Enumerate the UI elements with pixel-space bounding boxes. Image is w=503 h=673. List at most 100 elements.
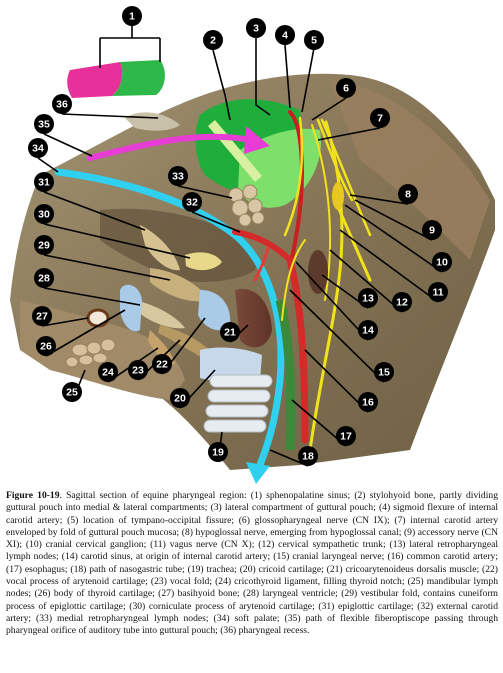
marker-circle-20 — [170, 388, 190, 408]
marker-circle-34 — [28, 138, 48, 158]
marker-circle-4 — [275, 25, 295, 45]
leader-32 — [191, 211, 241, 233]
marker-25: 25 — [62, 382, 82, 402]
marker-circle-23 — [128, 360, 148, 380]
leader-5 — [301, 47, 315, 113]
marker-circle-29 — [34, 235, 54, 255]
corniculate-process — [185, 252, 222, 271]
marker-circle-25 — [62, 382, 82, 402]
marker-circle-18 — [298, 446, 318, 466]
marker-28: 28 — [34, 268, 54, 288]
leader-30 — [43, 223, 191, 259]
marker-number-10: 10 — [436, 257, 448, 269]
marker-circle-17 — [336, 426, 356, 446]
marker-circle-11 — [428, 282, 448, 302]
marker-31: 31 — [34, 172, 54, 192]
marker-number-12: 12 — [396, 297, 408, 309]
marker-circle-16 — [358, 392, 378, 412]
vestibular-fold — [150, 268, 210, 302]
marker-circle-22 — [152, 354, 172, 374]
leader-2 — [212, 49, 231, 121]
marker-number-30: 30 — [38, 209, 50, 221]
cranial-laryngeal-nerve — [281, 239, 306, 321]
marker-23: 23 — [128, 360, 148, 380]
marker-number-7: 7 — [377, 113, 383, 125]
marker-circle-7 — [370, 108, 390, 128]
marker-36: 36 — [52, 94, 72, 114]
cricoid-cartilage — [200, 347, 262, 383]
fiberoptiscope-arrowhead — [244, 126, 270, 154]
glossopharyngeal-nerve — [283, 116, 304, 237]
marker-7: 7 — [370, 108, 390, 128]
marker-number-32: 32 — [186, 197, 198, 209]
marker-number-3: 3 — [253, 23, 259, 35]
marker-number-21: 21 — [224, 327, 236, 339]
marker-circle-3 — [246, 18, 266, 38]
marker-number-8: 8 — [405, 189, 411, 201]
marker-circle-13 — [358, 288, 378, 308]
lateral-retropharyngeal-lymph-nodes — [308, 250, 328, 294]
basihyoid-bone — [86, 308, 110, 328]
common-carotid-artery — [286, 256, 309, 444]
marker-10: 10 — [432, 252, 452, 272]
leader-27 — [41, 317, 89, 327]
marker-circle-30 — [34, 204, 54, 224]
marker-number-23: 23 — [132, 365, 144, 377]
cranial-cervical-ganglion — [332, 182, 344, 210]
marker-number-14: 14 — [362, 325, 374, 337]
marker-15: 15 — [374, 362, 394, 382]
marker-14: 14 — [358, 320, 378, 340]
marker-circle-5 — [304, 30, 324, 50]
marker-11: 11 — [428, 282, 448, 302]
leader-11 — [339, 229, 439, 303]
marker-34: 34 — [28, 138, 48, 158]
marker-circle-31 — [34, 172, 54, 192]
marker-19: 19 — [208, 442, 228, 462]
marker-circle-28 — [34, 268, 54, 288]
leader-6 — [311, 97, 347, 121]
marker-circle-19 — [208, 442, 228, 462]
marker-circle-9 — [422, 220, 442, 240]
marker-number-35: 35 — [38, 119, 50, 131]
marker-12: 12 — [392, 292, 412, 312]
arteries — [232, 110, 309, 444]
dorsal-neck-muscle — [330, 80, 490, 260]
marker-26: 26 — [36, 336, 56, 356]
marker-8: 8 — [398, 184, 418, 204]
marker-circle-2 — [203, 30, 223, 50]
nasogastric-tube-path — [54, 168, 285, 474]
leader-3 — [255, 38, 271, 116]
marker-16: 16 — [358, 392, 378, 412]
sphenopalatine-sinus-lateral — [67, 62, 123, 98]
leader-35 — [43, 133, 93, 157]
marker-number-20: 20 — [174, 393, 186, 405]
marker-4: 4 — [275, 25, 295, 45]
leader-9 — [354, 199, 433, 241]
marker-27: 27 — [32, 306, 52, 326]
leader-16 — [304, 349, 369, 413]
nasogastric-tube-arrowhead — [246, 462, 270, 484]
external-carotid-artery — [232, 229, 293, 263]
marker-number-22: 22 — [156, 359, 168, 371]
leader-10 — [344, 204, 443, 273]
epiglottic-cartilage — [140, 225, 180, 271]
marker-number-18: 18 — [302, 451, 314, 463]
leader-lines — [37, 26, 443, 467]
marker-35: 35 — [34, 114, 54, 134]
leader-12 — [329, 249, 403, 313]
marker-1: 1 — [122, 6, 142, 26]
figure-caption-text: . Sagittal section of equine pharyngeal … — [6, 490, 498, 637]
marker-number-17: 17 — [340, 431, 352, 443]
leader-15 — [289, 289, 385, 383]
marker-circle-32 — [182, 192, 202, 212]
artery-branch — [253, 246, 270, 282]
figure-caption: Figure 10-19. Sagittal section of equine… — [6, 490, 498, 638]
marker-circle-24 — [98, 362, 118, 382]
marker-circle-1 — [122, 6, 142, 26]
figure-label: Figure 10-19 — [6, 490, 60, 501]
marker-circle-26 — [36, 336, 56, 356]
marker-22: 22 — [152, 354, 172, 374]
marker-circle-10 — [432, 252, 452, 272]
marker-33: 33 — [168, 166, 188, 186]
marker-number-27: 27 — [36, 311, 48, 323]
